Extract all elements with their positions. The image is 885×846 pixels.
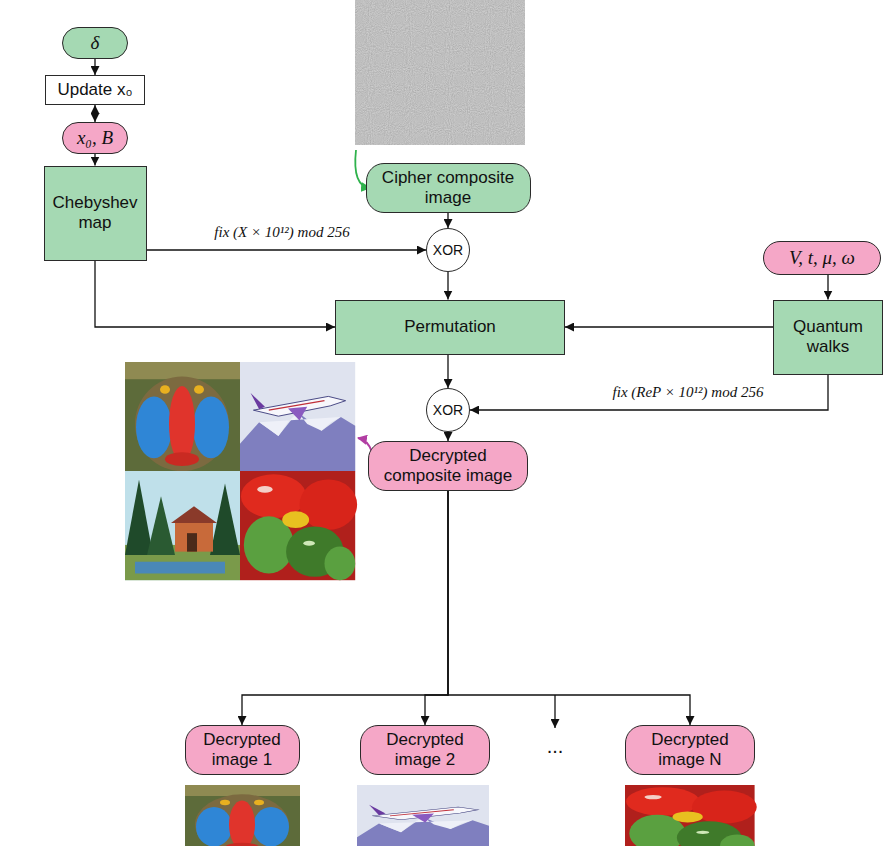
decrypted-image — [185, 785, 300, 846]
cipher-noise-image — [355, 0, 525, 145]
flow-arrow — [448, 491, 690, 725]
flow-arrow — [242, 491, 448, 725]
terminal-pill: Decrypted image 1 — [185, 725, 300, 775]
node-text: Cipher composite image — [375, 168, 522, 207]
process-box: Update x₀ — [45, 75, 145, 105]
terminal-pill: x₀, B — [62, 122, 128, 154]
ellipsis-label: ... — [547, 735, 564, 758]
node-text: δ — [91, 32, 100, 54]
decrypted-image — [357, 785, 489, 846]
node-text: Quantum walks — [782, 317, 874, 356]
process-box: Quantum walks — [773, 300, 883, 375]
flow-arrow — [447, 272, 448, 300]
node-text: V, t, μ, ω — [789, 247, 855, 269]
flow-arrow — [94, 105, 95, 122]
node-text: Update x₀ — [57, 80, 132, 100]
flow-arrow — [827, 275, 828, 300]
flow-arrow — [95, 261, 335, 328]
xor-circle: XOR — [426, 388, 470, 432]
flow-arrow — [425, 491, 448, 725]
flow-arrow — [94, 154, 95, 166]
node-text: Permutation — [404, 317, 496, 337]
node-text: XOR — [433, 402, 463, 418]
node-text: Decrypted image 1 — [194, 730, 291, 769]
process-box: Chebyshev map — [44, 166, 147, 261]
terminal-pill: Decrypted composite image — [368, 441, 528, 491]
decrypted-image — [625, 785, 757, 846]
node-text: Decrypted image N — [634, 730, 746, 769]
flow-arrow — [147, 249, 427, 250]
composite-image — [125, 362, 357, 580]
flow-arrow — [447, 355, 448, 389]
node-text: XOR — [433, 242, 463, 258]
terminal-pill: Cipher composite image — [366, 163, 531, 213]
node-text: Decrypted image 2 — [369, 730, 481, 769]
process-box: Permutation — [335, 300, 565, 355]
node-text: Decrypted composite image — [377, 446, 519, 485]
flow-arrow — [470, 375, 828, 411]
terminal-pill: Decrypted image 2 — [360, 725, 490, 775]
edge-label: fix (X × 10¹²) mod 256 — [211, 224, 352, 241]
xor-circle: XOR — [426, 228, 470, 272]
terminal-pill: δ — [62, 27, 128, 59]
edge-label: fix (ReP × 10¹²) mod 256 — [610, 384, 767, 401]
terminal-pill: Decrypted image N — [625, 725, 755, 775]
flow-arrow — [94, 59, 95, 75]
node-text: Chebyshev map — [53, 193, 138, 232]
node-text: x₀, B — [77, 127, 113, 149]
flow-arrow — [447, 432, 448, 441]
terminal-pill: V, t, μ, ω — [763, 241, 881, 275]
flow-arrow — [565, 326, 773, 327]
flow-arrow — [447, 213, 448, 228]
branch-arrow — [554, 695, 555, 728]
